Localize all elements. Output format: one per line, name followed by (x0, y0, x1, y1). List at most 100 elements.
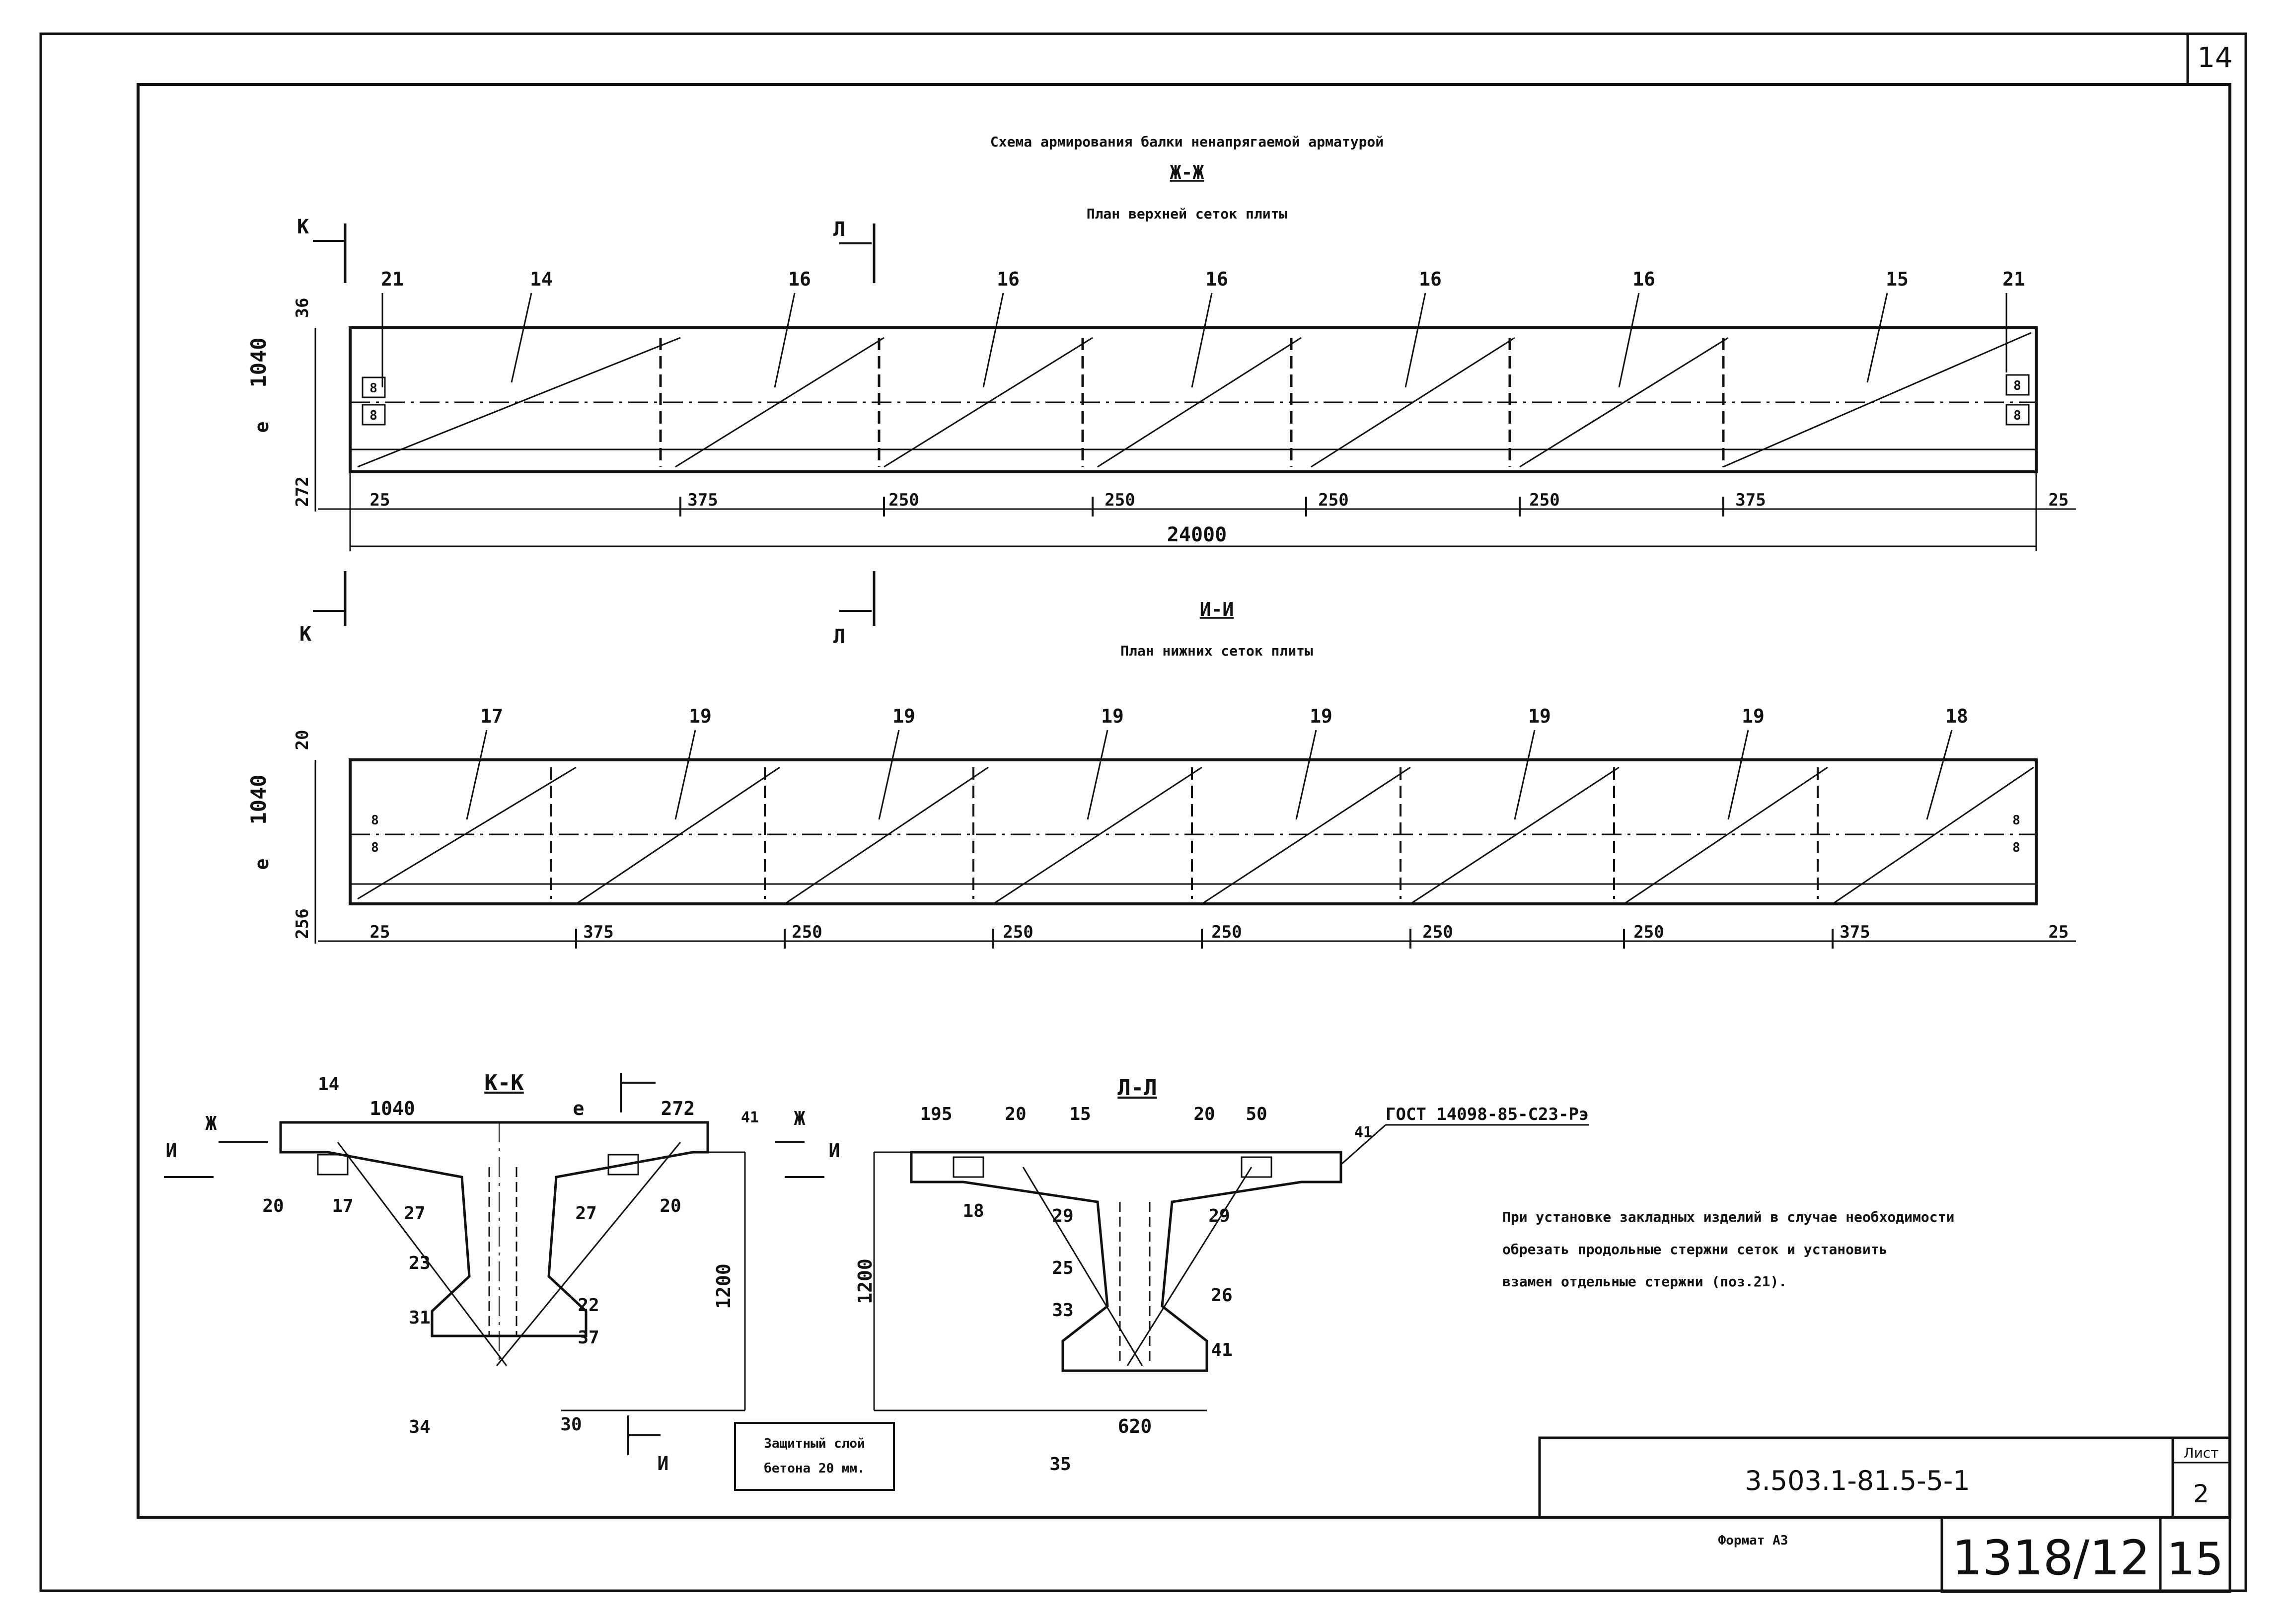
cut-label-l: Л (833, 625, 845, 648)
top-number-box: 14 (2186, 34, 2233, 84)
ll-label: 20 (1005, 1104, 1026, 1124)
section-ii-subtitle: План нижних сеток плиты (1120, 643, 1313, 659)
note-line-1: При установке закладных изделий в случае… (1502, 1209, 1954, 1225)
section-zh-title: Ж-Ж (1170, 161, 1204, 183)
cover-note-line1: Защитный слой (764, 1436, 865, 1451)
cut-markers-k-l: К К Л Л (297, 216, 876, 648)
dim-label: 20 (293, 730, 312, 750)
plan-upper-meshes: 8 8 8 8 21 14 16 16 16 16 16 15 21 (246, 216, 2076, 648)
dim-label: 25 (370, 922, 390, 942)
drawing-code: 3.503.1-81.5-5-1 (1745, 1465, 1970, 1496)
position-marker: 16 (1205, 268, 1228, 290)
dim-label: 250 (1211, 922, 1242, 942)
position-marker: 17 (480, 705, 503, 727)
dim-label: 375 (1735, 490, 1766, 510)
kk-label: 272 (661, 1098, 695, 1119)
kk-label: 23 (409, 1253, 430, 1273)
dim-label: е (251, 859, 273, 870)
section-ll: Л-Л 195 20 15 20 50 41 18 29 29 25 26 33… (775, 1075, 1589, 1475)
ll-label: 35 (1049, 1454, 1071, 1475)
note-line-3: взамен отдельные стержни (поз.21). (1502, 1273, 1787, 1290)
title-block: 3.503.1-81.5-5-1 Лист 2 1318/12 15 Форма… (1538, 1436, 2231, 1593)
kk-cut-label: Ж (206, 1112, 217, 1134)
dim-label: 1040 (246, 337, 271, 387)
ll-label: 15 (1069, 1104, 1091, 1124)
ll-label: 29 (1208, 1206, 1230, 1226)
kk-label: 14 (318, 1074, 339, 1095)
dim-label: е (251, 422, 273, 433)
sheet-number: 2 (2193, 1479, 2209, 1508)
position-marker: 16 (788, 268, 811, 290)
drawing-title: Схема армирования балки ненапрягаемой ар… (990, 134, 1384, 150)
dim-label: 25 (370, 490, 390, 510)
dim-label: 25 (2049, 490, 2069, 510)
dim-label: 1040 (246, 774, 271, 824)
dim-label: 375 (687, 490, 718, 510)
kk-cut-label: И (166, 1140, 177, 1162)
ll-label: 18 (962, 1201, 984, 1221)
dim-label: 250 (888, 490, 919, 510)
archive-number: 1318/12 (1952, 1530, 2150, 1586)
plan1-small-label: 8 (369, 408, 377, 423)
plan2-small-label: 8 (2012, 813, 2020, 828)
section-ll-title: Л-Л (1117, 1075, 1157, 1101)
position-marker: 21 (381, 268, 404, 290)
position-marker: 19 (1742, 705, 1765, 727)
position-marker: 18 (1945, 705, 1968, 727)
kk-label: 22 (578, 1295, 599, 1316)
kk-label: 27 (404, 1203, 425, 1224)
ll-gost: ГОСТ 14098-85-С23-Рэ (1386, 1105, 1589, 1124)
kk-label: 20 (262, 1196, 284, 1216)
kk-label: 37 (578, 1328, 599, 1348)
dim-label: 256 (293, 908, 312, 939)
dim-label: 272 (293, 476, 312, 507)
position-marker: 19 (1528, 705, 1551, 727)
plan2-panels (357, 766, 2034, 905)
ll-label: 26 (1211, 1285, 1232, 1306)
position-marker: 19 (1101, 705, 1124, 727)
inner-frame (137, 83, 2231, 1519)
section-ii-title: И-И (1200, 598, 1234, 620)
ll-label: 33 (1052, 1300, 1073, 1321)
plan1-outline (349, 326, 2038, 473)
dim-label: 25 (2049, 922, 2069, 942)
dim-label: 36 (293, 298, 312, 318)
section-kk-title: К-К (484, 1070, 524, 1096)
cover-note: Защитный слой бетона 20 мм. (734, 1422, 895, 1491)
dim-label: 375 (1840, 922, 1870, 942)
plan1-panels (357, 332, 2032, 468)
plan2-outline (349, 758, 2038, 905)
plan2-small-label: 8 (371, 813, 379, 828)
section-zh-subtitle: План верхней сеток плиты (1087, 206, 1288, 222)
section-kk: К-К 14 1040 е 272 41 20 17 27 27 20 23 2… (164, 1070, 759, 1475)
position-marker: 16 (1419, 268, 1442, 290)
position-marker: 15 (1886, 268, 1909, 290)
plan1-small-label: 8 (2013, 408, 2021, 423)
dim-label: 250 (792, 922, 822, 942)
kk-label: 17 (332, 1196, 353, 1216)
ll-label: 50 (1246, 1104, 1267, 1124)
kk-label: 41 (741, 1109, 759, 1126)
note-line-2: обрезать продольные стержни сеток и уста… (1502, 1241, 1887, 1257)
cut-label-k: К (297, 216, 309, 238)
kk-label: 30 (560, 1414, 582, 1435)
kk-cut-label: И (658, 1453, 669, 1475)
paper-format: Формат А3 (1718, 1533, 1788, 1548)
dim-label: 250 (1633, 922, 1664, 942)
sheet-label: Лист (2184, 1445, 2219, 1461)
dim-label: 250 (1422, 922, 1453, 942)
kk-beam-outline (279, 1121, 709, 1337)
cut-label-l: Л (833, 218, 845, 241)
plan1-small-label: 8 (2013, 378, 2021, 393)
position-marker: 16 (1632, 268, 1655, 290)
overall-length: 24000 (1167, 523, 1227, 546)
ll-label: 25 (1052, 1258, 1073, 1278)
kk-label: 1040 (369, 1098, 415, 1119)
top-sheet-number: 14 (2197, 42, 2232, 74)
plan2-small-label: 8 (2012, 840, 2020, 855)
cut-label-k: К (299, 623, 311, 646)
plan2-left-dims: 20 1040 е 256 (246, 730, 316, 944)
plan-lower-meshes: 8 8 8 8 17 19 19 19 19 19 19 18 20 1040 … (246, 705, 2076, 949)
kk-label: 20 (660, 1196, 681, 1216)
